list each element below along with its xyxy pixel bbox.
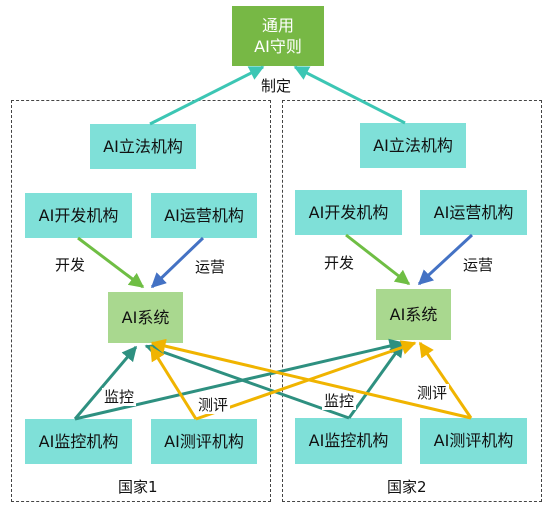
define-edge-label: 制定 [259, 77, 294, 95]
country-1-monitor-label: 监控 [102, 388, 137, 406]
country-1-monitor-node: AI监控机构 [25, 419, 132, 464]
country-1-region [11, 100, 271, 502]
general-ai-guidelines-node: 通用 AI守则 [232, 6, 324, 66]
general-ai-guidelines-line1: 通用 [261, 16, 294, 35]
country-2-operator-node: AI运营机构 [420, 190, 527, 235]
country-2-name-label: 国家2 [387, 478, 427, 496]
country-1-evaluate-label: 测评 [196, 396, 231, 414]
country-2-operate-label: 运营 [463, 256, 494, 274]
country-1-operator-node: AI运营机构 [151, 193, 257, 238]
country-2-legislative-node: AI立法机构 [360, 123, 466, 168]
general-ai-guidelines-line2: AI守则 [254, 37, 302, 56]
country-2-system-node: AI系统 [376, 289, 451, 340]
country-2-developer-node: AI开发机构 [295, 190, 402, 235]
country-1-legislative-node: AI立法机构 [90, 124, 196, 169]
country-2-monitor-label: 监控 [322, 392, 357, 410]
country-2-evaluate-label: 测评 [415, 384, 450, 402]
country-2-region [282, 100, 542, 502]
country-2-monitor-node: AI监控机构 [295, 418, 402, 464]
country-1-operate-label: 运营 [195, 258, 226, 276]
country-1-developer-node: AI开发机构 [25, 193, 132, 238]
country-2-evaluator-node: AI测评机构 [420, 418, 527, 464]
country-1-system-node: AI系统 [108, 292, 183, 343]
country-1-develop-label: 开发 [55, 256, 86, 274]
country-1-name-label: 国家1 [118, 478, 158, 496]
country-2-develop-label: 开发 [324, 254, 355, 272]
country-1-evaluator-node: AI测评机构 [151, 419, 257, 464]
